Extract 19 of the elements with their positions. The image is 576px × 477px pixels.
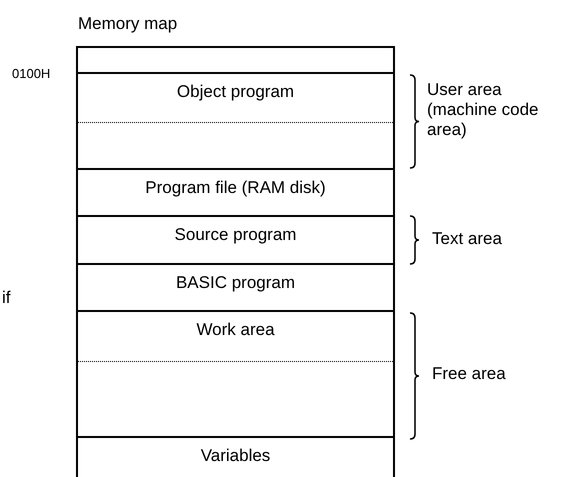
note-text: if — [2, 288, 10, 308]
area-label: Free area — [432, 364, 506, 384]
cell-label: Object program — [176, 82, 294, 102]
memory-cell — [76, 215, 395, 263]
cell-label: Work area — [196, 320, 275, 340]
area-label: Text area — [432, 229, 502, 249]
memory-cell — [76, 168, 395, 215]
memory-cell — [76, 46, 395, 72]
cell-label: Variables — [200, 446, 270, 466]
diagram-title: Memory map — [78, 14, 178, 34]
area-label: User area (machine code area) — [427, 80, 540, 140]
address-label: 0100H — [12, 66, 50, 81]
cell-label: BASIC program — [176, 273, 296, 293]
memory-cell — [76, 310, 395, 436]
memory-cell — [76, 436, 395, 477]
cell-label: Source program — [174, 225, 296, 245]
memory-cell — [76, 72, 395, 168]
cell-label: Program file (RAM disk) — [145, 178, 326, 198]
memory-cell — [76, 263, 395, 310]
